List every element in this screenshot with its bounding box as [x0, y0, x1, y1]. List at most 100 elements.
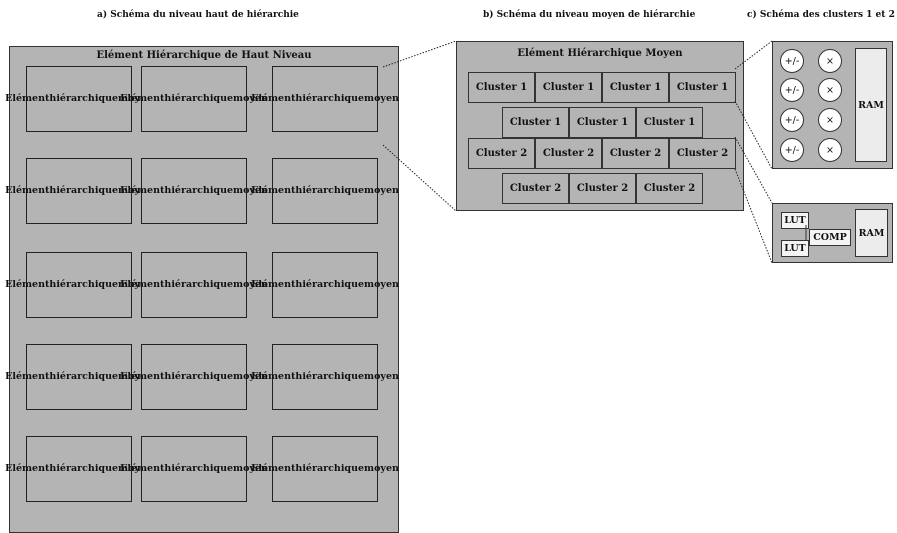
middle-element-text: hiérarchique: [295, 279, 365, 291]
middle-element-text: Elément: [5, 463, 50, 475]
zoom-line-a-top: [382, 40, 457, 68]
zoom-line-c2-top: [734, 136, 773, 204]
middle-element-text: moyen: [233, 185, 268, 197]
middle-element-text: Elément: [120, 93, 165, 105]
middle-element-text: Elément: [251, 279, 296, 291]
cluster-cell: Cluster 2: [602, 138, 669, 169]
middle-element-text: Elément: [5, 371, 50, 383]
middle-element-text: hiérarchique: [164, 463, 234, 475]
zoom-line-a-bottom: [382, 144, 457, 212]
cluster-cell: Cluster 2: [502, 173, 569, 204]
add-sub-operator: +/-: [780, 78, 804, 102]
lut-bottom: LUT: [781, 240, 809, 257]
zoom-line-c1-top: [734, 40, 773, 70]
cluster-cell: Cluster 1: [535, 72, 602, 103]
middle-element-text: moyen: [364, 185, 399, 197]
multiply-operator: ×: [818, 138, 842, 162]
middle-element-text: Elément: [120, 185, 165, 197]
middle-element-text: hiérarchique: [49, 279, 119, 291]
cluster-cell: Cluster 1: [669, 72, 736, 103]
middle-element-text: Elément: [251, 185, 296, 197]
middle-element-text: moyen: [364, 371, 399, 383]
middle-element-text: moyen: [118, 185, 153, 197]
middle-element-text: moyen: [118, 93, 153, 105]
middle-element-text: moyen: [364, 279, 399, 291]
cluster-cell: Cluster 1: [569, 107, 636, 138]
middle-element-text: Elément: [251, 93, 296, 105]
middle-element-text: moyen: [233, 371, 268, 383]
cluster-cell: Cluster 2: [535, 138, 602, 169]
middle-element-text: moyen: [118, 279, 153, 291]
middle-element-text: hiérarchique: [49, 463, 119, 475]
middle-element-text: Elément: [251, 463, 296, 475]
caption-clusters: c) Schéma des clusters 1 et 2: [747, 10, 895, 20]
middle-element-text: hiérarchique: [295, 463, 365, 475]
middle-level-title: Elément Hiérarchique Moyen: [517, 48, 683, 59]
zoom-line-c2-bottom: [734, 168, 773, 264]
middle-element-text: hiérarchique: [164, 371, 234, 383]
middle-element-text: Elément: [251, 371, 296, 383]
multiply-operator: ×: [818, 108, 842, 132]
comparator: COMP: [809, 229, 851, 246]
middle-element-text: moyen: [364, 93, 399, 105]
multiply-operator: ×: [818, 49, 842, 73]
cluster-cell: Cluster 1: [502, 107, 569, 138]
add-sub-operator: +/-: [780, 108, 804, 132]
cluster2-ram: RAM: [855, 209, 888, 257]
cluster-cell: Cluster 2: [669, 138, 736, 169]
middle-element-text: hiérarchique: [49, 371, 119, 383]
cluster1-detail: +/-×+/-×+/-×+/-× RAM: [772, 41, 893, 169]
middle-element-text: moyen: [118, 463, 153, 475]
caption-top-level: a) Schéma du niveau haut de hiérarchie: [97, 10, 299, 20]
cluster-cell: Cluster 1: [468, 72, 535, 103]
middle-element-text: Elément: [5, 185, 50, 197]
zoom-line-c1-bottom: [734, 100, 773, 170]
cluster-cell: Cluster 2: [636, 173, 703, 204]
cluster-cell: Cluster 2: [569, 173, 636, 204]
middle-element-text: hiérarchique: [164, 185, 234, 197]
middle-element-text: hiérarchique: [164, 279, 234, 291]
middle-element-text: hiérarchique: [295, 185, 365, 197]
middle-element-text: Elément: [5, 279, 50, 291]
middle-element-text: moyen: [233, 93, 268, 105]
cluster-cell: Cluster 2: [468, 138, 535, 169]
add-sub-operator: +/-: [780, 49, 804, 73]
top-level-title: Elément Hiérarchique de Haut Niveau: [96, 50, 312, 61]
top-level-panel: Elément Hiérarchique de Haut Niveau Elém…: [5, 46, 399, 533]
caption-middle-level: b) Schéma du niveau moyen de hiérarchie: [483, 10, 696, 20]
lut-top: LUT: [781, 212, 809, 229]
cluster2-detail: LUT LUT COMP RAM: [772, 203, 893, 263]
cluster1-ram: RAM: [855, 48, 887, 162]
middle-element-text: hiérarchique: [295, 93, 365, 105]
cluster-cell: Cluster 1: [602, 72, 669, 103]
middle-element-text: moyen: [118, 371, 153, 383]
middle-element-text: Elément: [5, 93, 50, 105]
multiply-operator: ×: [818, 78, 842, 102]
cluster-cell: Cluster 1: [636, 107, 703, 138]
middle-element-text: moyen: [364, 463, 399, 475]
middle-element-text: hiérarchique: [295, 371, 365, 383]
middle-element-text: moyen: [233, 279, 268, 291]
middle-element-text: Elément: [120, 279, 165, 291]
middle-element-text: hiérarchique: [49, 185, 119, 197]
middle-element-text: hiérarchique: [164, 93, 234, 105]
middle-element-text: Elément: [120, 463, 165, 475]
middle-element-text: moyen: [233, 463, 268, 475]
